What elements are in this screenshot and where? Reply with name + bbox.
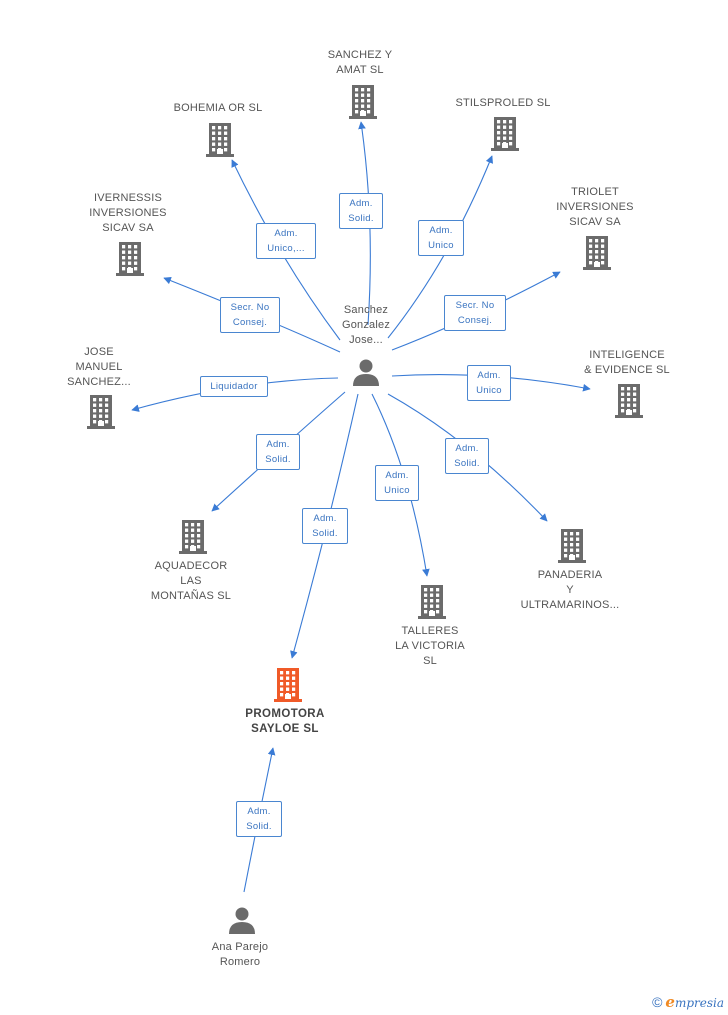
edge-label[interactable]: Adm. Solid.	[445, 438, 489, 474]
node-label-aquadecor[interactable]: AQUADECOR LAS MONTAÑAS SL	[150, 560, 232, 602]
edge-label[interactable]: Secr. No Consej.	[444, 295, 506, 331]
building-icon[interactable]	[558, 529, 586, 568]
edge-label[interactable]: Adm. Unico	[418, 220, 464, 256]
node-label-panaderia[interactable]: PANADERIA Y ULTRAMARINOS...	[520, 569, 620, 611]
building-icon[interactable]	[116, 242, 144, 281]
building-icon[interactable]	[615, 384, 643, 423]
copyright-icon: ©	[652, 994, 663, 1010]
node-label-stilsproled[interactable]: STILSPROLED SL	[455, 97, 551, 109]
node-label-bohemia[interactable]: BOHEMIA OR SL	[173, 102, 263, 114]
building-icon[interactable]	[179, 520, 207, 559]
person-icon[interactable]	[228, 906, 256, 939]
building-icon[interactable]	[206, 123, 234, 162]
building-icon[interactable]	[349, 85, 377, 124]
node-label-ana[interactable]: Ana Parejo Romero	[211, 941, 269, 968]
brand-name: empresia	[665, 993, 724, 1011]
edge-label[interactable]: Adm. Unico,...	[256, 223, 316, 259]
node-label-jose_manuel[interactable]: JOSE MANUEL SANCHEZ...	[67, 346, 131, 388]
edge-label[interactable]: Liquidador	[200, 376, 268, 397]
node-label-triolet[interactable]: TRIOLET INVERSIONES SICAV SA	[556, 186, 634, 228]
node-label-ivernessis[interactable]: IVERNESSIS INVERSIONES SICAV SA	[89, 192, 167, 234]
edge-label[interactable]: Adm. Solid.	[302, 508, 348, 544]
person-icon[interactable]	[352, 358, 380, 391]
edge-label[interactable]: Adm. Solid.	[236, 801, 282, 837]
edge-label[interactable]: Adm. Solid.	[339, 193, 383, 229]
node-label-inteligence[interactable]: INTELIGENCE & EVIDENCE SL	[584, 349, 670, 376]
edge-label[interactable]: Adm. Solid.	[256, 434, 300, 470]
edge-label[interactable]: Adm. Unico	[467, 365, 511, 401]
node-label-promotora[interactable]: PROMOTORA SAYLOE SL	[245, 708, 325, 735]
edge-label[interactable]: Secr. No Consej.	[220, 297, 280, 333]
building-icon[interactable]	[491, 117, 519, 156]
node-label-sanchez_amat[interactable]: SANCHEZ Y AMAT SL	[327, 49, 393, 76]
building-icon[interactable]	[583, 236, 611, 275]
edge-label[interactable]: Adm. Unico	[375, 465, 419, 501]
empresia-logo[interactable]: ©empresia	[652, 993, 724, 1011]
building-icon[interactable]	[418, 585, 446, 624]
building-icon[interactable]	[87, 395, 115, 434]
node-label-talleres[interactable]: TALLERES LA VICTORIA SL	[395, 625, 465, 667]
node-label-center[interactable]: Sanchez Gonzalez Jose...	[341, 304, 391, 346]
building-icon[interactable]	[274, 668, 302, 707]
